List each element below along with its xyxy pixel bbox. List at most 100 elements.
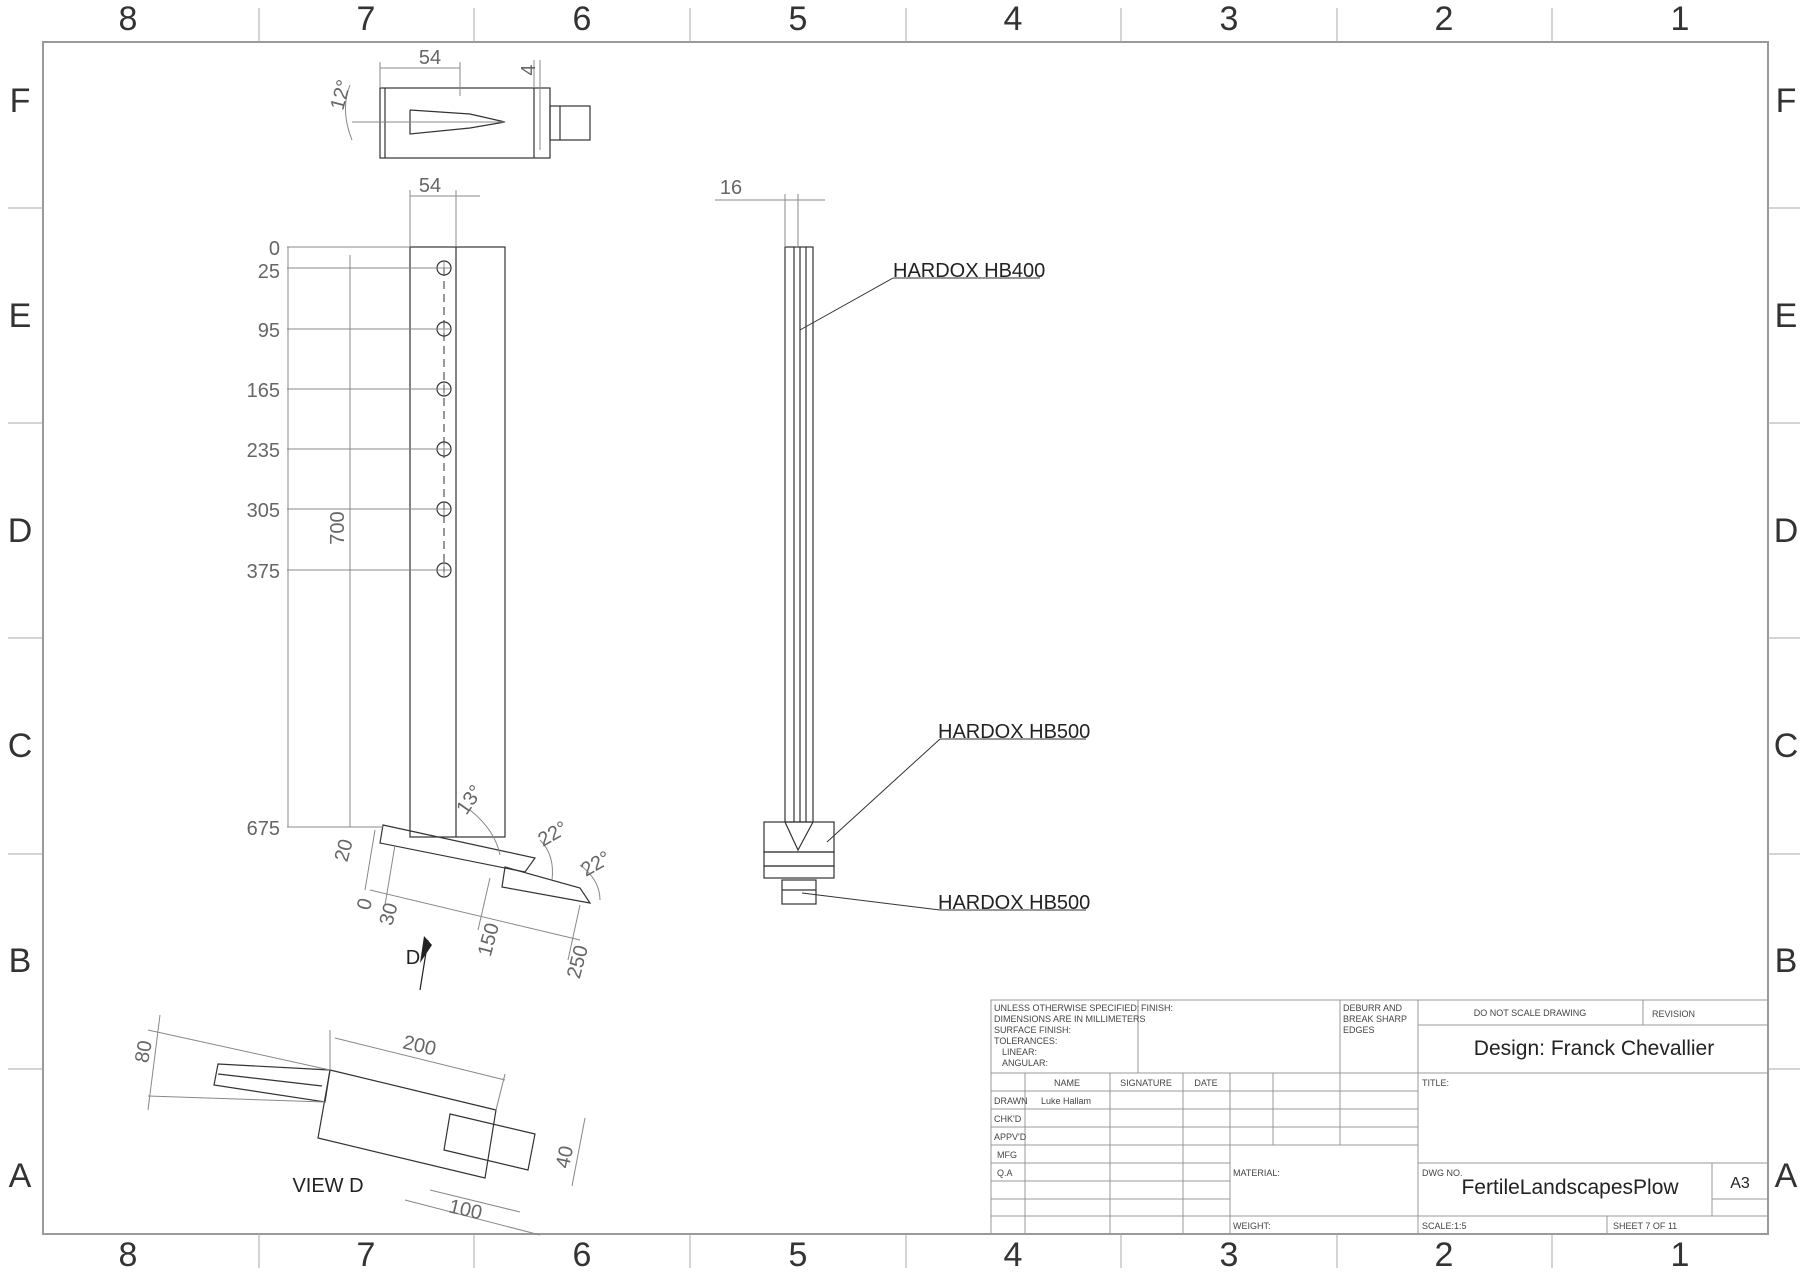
front-view [287, 190, 601, 991]
tb-dwg-no-label: DWG NO. [1422, 1168, 1463, 1178]
tb-row-label: APPV'D [994, 1132, 1027, 1142]
dim-view-d-40: 40 [552, 1144, 578, 1170]
tb-sheet: SHEET 7 OF 11 [1613, 1221, 1677, 1231]
zone-labels-left: F E D C B A [8, 82, 33, 1195]
zone-row-label: D [8, 512, 33, 550]
zone-row-label: E [9, 297, 32, 335]
tb-note: ANGULAR: [1002, 1058, 1048, 1068]
zone-row-label: D [1774, 512, 1799, 550]
dim-plate-thk: 4 [518, 64, 540, 75]
zone-ticks [8, 8, 1800, 1268]
zone-row-label: C [1774, 727, 1799, 765]
tb-note: DIMENSIONS ARE IN MILLIMETERS [994, 1014, 1146, 1024]
tb-note: LINEAR: [1002, 1047, 1037, 1057]
dim-hole-ordinate: 95 [258, 320, 280, 342]
zone-row-label: A [9, 1157, 32, 1195]
dim-hole-ordinate: 165 [247, 380, 280, 402]
tb-row-label: Q.A [997, 1168, 1013, 1178]
zone-col-label: 5 [789, 1236, 808, 1274]
zone-row-label: A [1775, 1157, 1798, 1195]
zone-col-label: 3 [1220, 0, 1239, 38]
zone-col-label: 2 [1435, 1236, 1454, 1274]
tb-scale: SCALE:1:5 [1422, 1221, 1467, 1231]
dim-x-ordinate: 250 [563, 943, 593, 981]
tb-deburr: BREAK SHARP [1343, 1014, 1407, 1024]
zone-col-label: 4 [1004, 0, 1023, 38]
tb-header-name: NAME [1054, 1078, 1080, 1088]
title-block [990, 999, 1769, 1235]
dim-hole-ordinate: 0 [269, 238, 280, 260]
zone-col-label: 1 [1671, 0, 1690, 38]
dim-share-thk: 20 [331, 837, 358, 864]
dim-side-thk: 16 [720, 177, 742, 199]
zone-labels-bottom: 8 7 6 5 4 3 2 1 [119, 1236, 1690, 1274]
zone-col-label: 6 [573, 1236, 592, 1274]
tb-title-label: TITLE: [1422, 1078, 1449, 1088]
dim-view-d-width: 80 [131, 1039, 157, 1065]
dim-x-ordinate: 30 [376, 901, 403, 928]
tb-finish: FINISH: [1141, 1003, 1173, 1013]
tb-dwg-no: FertileLandscapesPlow [1461, 1176, 1679, 1199]
tb-material: MATERIAL: [1233, 1168, 1280, 1178]
zone-col-label: 3 [1220, 1236, 1239, 1274]
tb-drawn-name: Luke Hallam [1041, 1096, 1091, 1106]
dim-hole-ordinate: 235 [247, 440, 280, 462]
zone-col-label: 5 [789, 0, 808, 38]
zone-row-label: B [1775, 942, 1798, 980]
tb-design: Design: Franck Chevallier [1474, 1037, 1714, 1060]
tb-note: UNLESS OTHERWISE SPECIFIED: [994, 1003, 1139, 1013]
zone-col-label: 7 [357, 1236, 376, 1274]
dim-overall-height: 700 [327, 511, 349, 544]
dim-share-angle-2: 22° [534, 817, 571, 851]
dim-hole-ordinate: 375 [247, 561, 280, 583]
zone-labels-top: 8 7 6 5 4 3 2 1 [119, 0, 1690, 38]
dim-tip-angle: 12° [327, 78, 356, 113]
zone-col-label: 8 [119, 1236, 138, 1274]
zone-row-label: F [1776, 82, 1797, 120]
dim-hole-ordinate: 305 [247, 500, 280, 522]
view-arrow-label: D [406, 947, 420, 969]
material-callout-hb400: HARDOX HB400 [893, 260, 1045, 282]
tb-header-signature: SIGNATURE [1120, 1078, 1172, 1088]
side-view [715, 194, 1086, 911]
dim-x-ordinate: 0 [353, 896, 377, 912]
zone-col-label: 8 [119, 0, 138, 38]
zone-col-label: 7 [357, 0, 376, 38]
zone-col-label: 1 [1671, 1236, 1690, 1274]
dim-bottom-ordinate: 675 [247, 818, 280, 840]
tb-deburr: EDGES [1343, 1025, 1375, 1035]
view-d [147, 1014, 586, 1236]
tb-row-label: DRAWN [994, 1096, 1028, 1106]
zone-row-label: C [8, 727, 33, 765]
zone-row-label: F [10, 82, 31, 120]
tb-revision: REVISION [1652, 1009, 1695, 1019]
tb-note: TOLERANCES: [994, 1036, 1057, 1046]
tb-note: SURFACE FINISH: [994, 1025, 1071, 1035]
dim-plan-width: 54 [419, 175, 441, 197]
zone-row-label: E [1775, 297, 1798, 335]
dim-hole-ordinate: 25 [258, 261, 280, 283]
dim-top-width: 54 [419, 47, 441, 69]
view-d-title: VIEW D [292, 1175, 363, 1197]
tb-row-label: CHK'D [994, 1114, 1022, 1124]
material-callout-hb500-lower: HARDOX HB500 [938, 892, 1090, 914]
zone-col-label: 4 [1004, 1236, 1023, 1274]
tb-deburr: DEBURR AND [1343, 1003, 1403, 1013]
zone-row-label: B [9, 942, 32, 980]
dim-view-d-100: 100 [447, 1196, 484, 1225]
zone-col-label: 2 [1435, 0, 1454, 38]
dim-share-angle-3: 22° [577, 847, 614, 881]
tb-row-label: MFG [997, 1150, 1017, 1160]
tb-do-not-scale: DO NOT SCALE DRAWING [1474, 1008, 1587, 1018]
tb-sheet-size: A3 [1730, 1175, 1750, 1192]
dim-share-angle: 13° [452, 781, 487, 818]
tb-weight: WEIGHT: [1233, 1221, 1271, 1231]
zone-col-label: 6 [573, 0, 592, 38]
zone-labels-right: F E D C B A [1774, 82, 1799, 1195]
dim-view-d-length: 200 [401, 1032, 438, 1061]
tb-header-date: DATE [1194, 1078, 1217, 1088]
top-view [345, 60, 591, 159]
material-callout-hb500: HARDOX HB500 [938, 721, 1090, 743]
